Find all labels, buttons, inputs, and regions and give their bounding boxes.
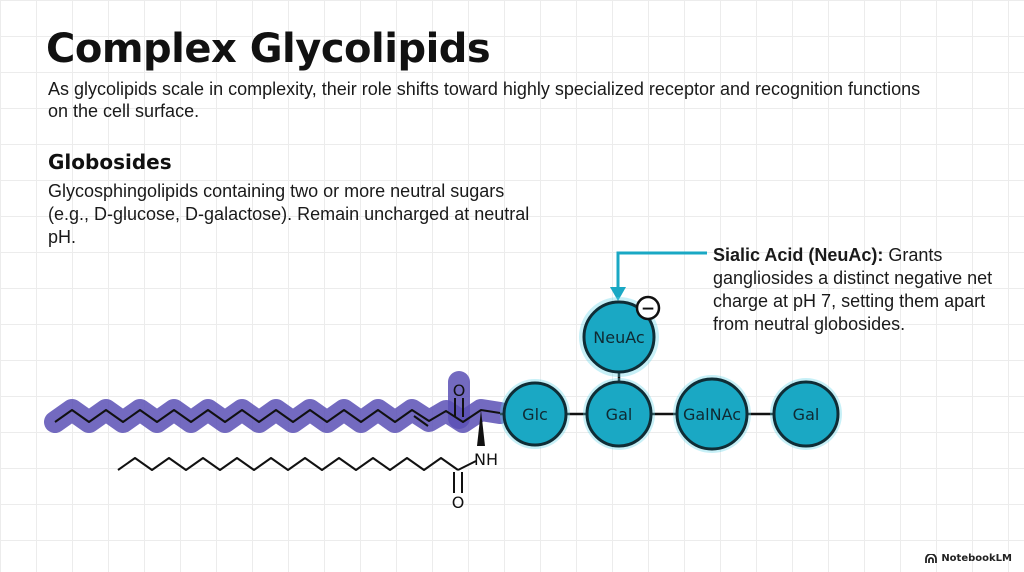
sugar-neuac: NeuAc [579, 297, 659, 377]
sugar-gal-2: Gal [770, 378, 842, 450]
sugar-gal-2-label: Gal [793, 405, 820, 424]
sphingosine-highlight [44, 371, 511, 433]
amine-nh-label: NH [474, 450, 498, 469]
stereo-wedge-bond [477, 410, 485, 446]
page-subtitle: As glycolipids scale in complexity, thei… [48, 79, 921, 121]
notebooklm-brand-name: NotebookLM [941, 553, 1012, 564]
sugar-galnac-label: GalNAc [683, 405, 741, 424]
carbonyl-oxygen-top: O [453, 381, 466, 400]
negative-charge-icon: − [635, 295, 661, 321]
fatty-acid-chain [117, 457, 477, 493]
double-bond-line [413, 415, 429, 427]
sugar-neuac-label: NeuAc [593, 328, 644, 347]
globosides-heading: Globosides [48, 150, 172, 174]
sialic-acid-callout-text: Grants gangliosides a distinct negative … [713, 245, 993, 334]
sphingosine-chain [54, 398, 501, 427]
negative-charge-symbol: − [641, 299, 655, 319]
sugar-glc-label: Glc [522, 405, 548, 424]
carbonyl-oxygen-bottom: O [452, 493, 465, 512]
globosides-description: Glycosphingolipids containing two or mor… [48, 181, 530, 247]
page-title: Complex Glycolipids [46, 26, 491, 72]
sialic-acid-callout: Sialic Acid (NeuAc): Grants gangliosides… [713, 244, 1003, 336]
sugar-glc: Glc [500, 379, 570, 449]
sugar-galnac: GalNAc [673, 375, 751, 453]
sugar-gal-1: Gal [583, 378, 655, 450]
sialic-acid-callout-label: Sialic Acid (NeuAc): [713, 245, 884, 265]
notebooklm-brand: NotebookLM [925, 553, 1012, 564]
sialic-acid-callout-arrow [610, 251, 707, 301]
notebooklm-logo-icon [925, 553, 938, 563]
sugar-gal-1-label: Gal [606, 405, 633, 424]
